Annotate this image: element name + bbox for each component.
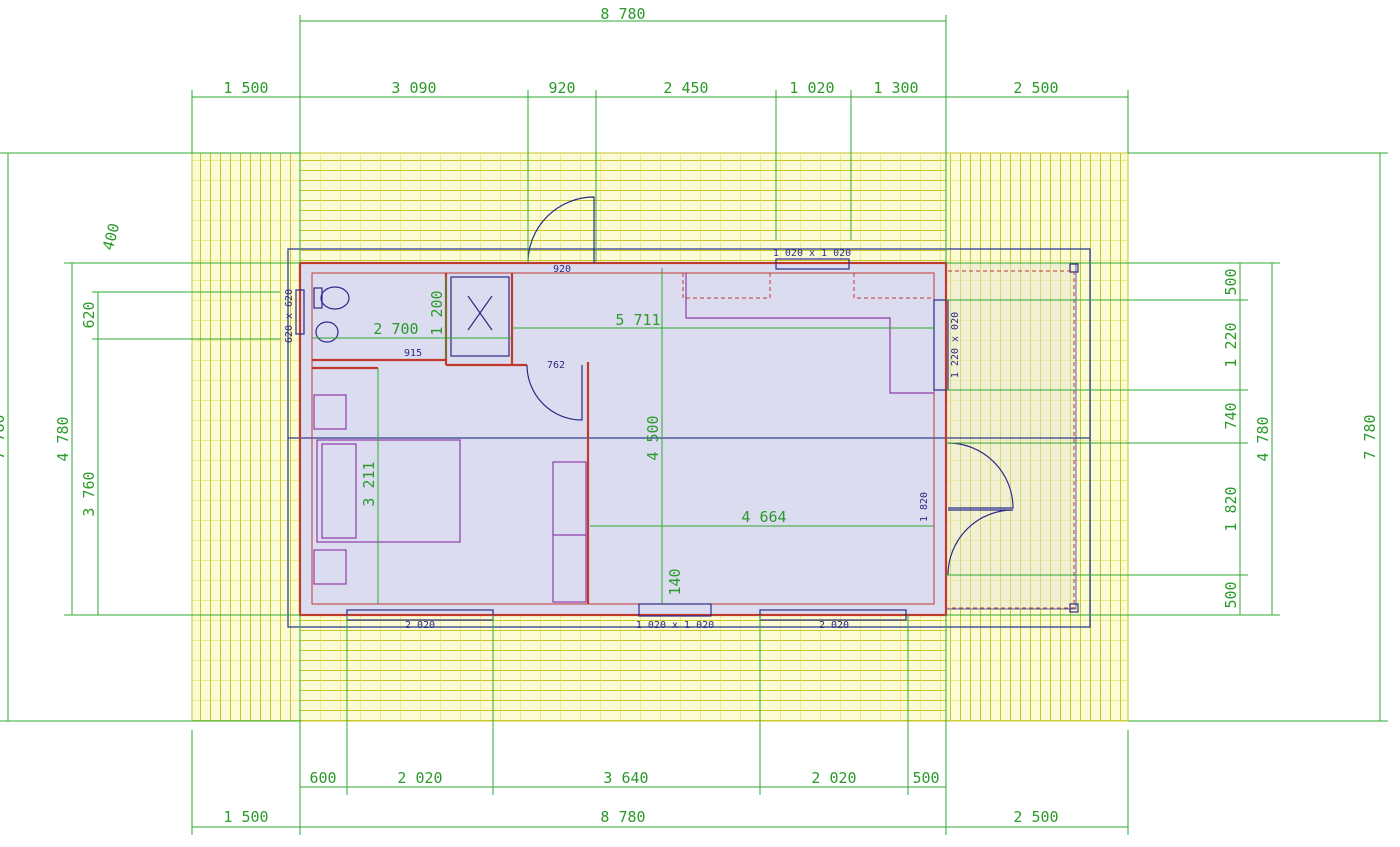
dim-top-right-overhang: 2 500 — [1013, 79, 1058, 97]
dim-right-seg5: 500 — [1222, 581, 1240, 608]
floor-area — [300, 263, 946, 615]
furniture — [313, 273, 934, 603]
dim-bottom-seg2: 2 020 — [397, 769, 442, 787]
building-outline — [287, 248, 1091, 628]
deck-bottom — [299, 614, 947, 722]
label-window-bottom-right: 2 020 — [819, 620, 849, 631]
openings — [295, 196, 1079, 621]
dim-bottom-left-overhang: 1 500 — [223, 808, 268, 826]
porch-door-swing-2 — [947, 509, 1014, 576]
dim-interior-3211: 3 211 — [360, 461, 378, 506]
dim-top-seg2: 920 — [548, 79, 575, 97]
porch-area — [945, 262, 1077, 610]
bed — [316, 439, 461, 543]
dim-top-seg3: 2 450 — [663, 79, 708, 97]
dim-top-seg4: 1 020 — [789, 79, 834, 97]
label-window-bottom-left: 2 020 — [405, 620, 435, 631]
dim-bottom-seg5: 500 — [912, 769, 939, 787]
label-window-left: 620 x 620 — [284, 289, 295, 343]
label-door-762: 762 — [547, 360, 565, 371]
dim-top-left-overhang: 1 500 — [223, 79, 268, 97]
window-bottom-mid — [638, 603, 712, 617]
dim-right-outer: 7 780 — [1361, 414, 1379, 459]
dimension-text: 8 780 1 500 3 090 920 2 450 1 020 1 300 … — [0, 5, 1379, 826]
bedroom-door-swing — [526, 364, 583, 421]
label-window-right: 1 220 x 020 — [950, 312, 961, 378]
annotations: 920 1 020 x 1 020 620 x 620 1 220 x 020 … — [284, 248, 961, 631]
dim-bottom-total: 8 780 — [600, 808, 645, 826]
dim-left-small: 620 — [80, 301, 98, 328]
porch-door-swing-1 — [947, 442, 1014, 509]
dim-interior-5711: 5 711 — [615, 311, 660, 329]
interior-wall-line — [311, 272, 935, 605]
bed-pillows — [321, 443, 357, 539]
upper-cabinet-right — [853, 273, 934, 299]
sink-icon — [315, 321, 339, 343]
dim-interior-1200: 1 200 — [428, 290, 446, 335]
dim-right-total: 4 780 — [1254, 416, 1272, 461]
dim-interior-4500: 4 500 — [644, 415, 662, 460]
dim-right-seg3: 740 — [1222, 402, 1240, 429]
dim-interior-4664: 4 664 — [741, 508, 786, 526]
dim-interior-140: 140 — [666, 568, 684, 595]
dim-bottom-seg4: 2 020 — [811, 769, 856, 787]
deck-left — [191, 152, 301, 722]
dim-top-seg5: 1 300 — [873, 79, 918, 97]
label-window-top: 1 020 x 1 020 — [773, 248, 851, 259]
dim-top-total: 8 780 — [600, 5, 645, 23]
dim-left-edge: 7 780 — [0, 414, 8, 459]
dim-left-angle: 400 — [99, 221, 123, 252]
nightstand-top — [313, 394, 347, 430]
window-top — [775, 258, 850, 270]
dim-interior-2700: 2 700 — [373, 320, 418, 338]
wardrobe — [552, 461, 587, 603]
shower-tray — [450, 276, 510, 357]
dim-right-seg1: 500 — [1222, 268, 1240, 295]
dim-top-seg1: 3 090 — [391, 79, 436, 97]
label-door-top: 920 — [553, 264, 571, 275]
deck-top — [299, 152, 947, 264]
label-window-bottom-mid: 1 020 x 1 020 — [636, 620, 714, 631]
dim-right-seg4: 1 820 — [1222, 486, 1240, 531]
label-bath-915: 915 — [404, 348, 422, 359]
label-door-right: 1 820 — [919, 492, 930, 522]
window-right — [933, 299, 949, 391]
porch-rail — [948, 270, 1075, 609]
toilet-tank — [313, 287, 323, 309]
dim-left-sub: 3 760 — [80, 471, 98, 516]
entry-door-swing — [527, 196, 595, 264]
exterior-wall — [298, 261, 948, 617]
toilet-icon — [320, 286, 350, 310]
dim-right-seg2: 1 220 — [1222, 322, 1240, 367]
dim-bottom-seg1: 600 — [309, 769, 336, 787]
dim-bottom-seg3: 3 640 — [603, 769, 648, 787]
shower-cross-2 — [467, 295, 493, 331]
kitchen-counter — [685, 273, 934, 394]
window-left — [295, 289, 305, 335]
dimension-lines — [0, 15, 1388, 835]
dim-bottom-right-overhang: 2 500 — [1013, 808, 1058, 826]
dim-left-total: 4 780 — [54, 416, 72, 461]
nightstand-bottom — [313, 549, 347, 585]
